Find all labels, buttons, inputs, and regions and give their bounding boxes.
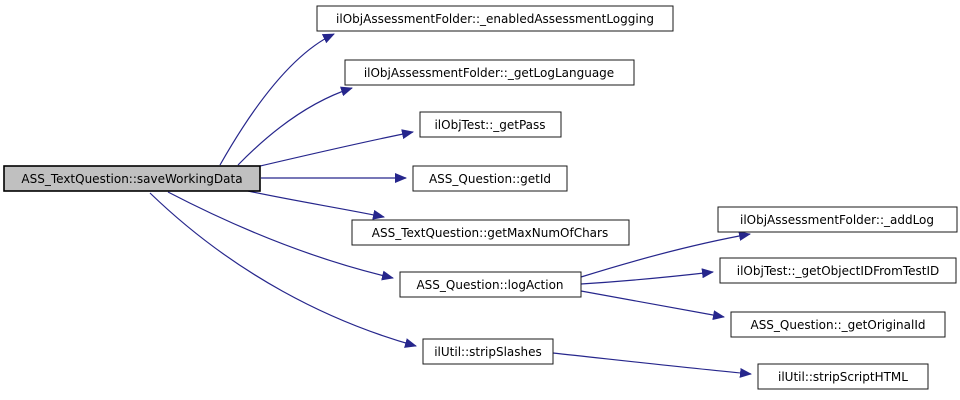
edge-saveWorkingData-to-getPass xyxy=(255,129,414,168)
node-getPass[interactable]: ilObjTest::_getPass xyxy=(419,111,562,138)
node-addLog[interactable]: ilObjAssessmentFolder::_addLog xyxy=(717,206,958,233)
edge-layer xyxy=(149,33,752,378)
node-box[interactable] xyxy=(422,338,554,365)
node-label: ilObjTest::_getObjectIDFromTestID xyxy=(737,264,940,278)
node-getLogLanguage[interactable]: ilObjAssessmentFolder::_getLogLanguage xyxy=(344,59,635,86)
node-enabledAssessmentLogging[interactable]: ilObjAssessmentFolder::_enabledAssessmen… xyxy=(316,5,674,32)
node-getObjectIDFromTestID[interactable]: ilObjTest::_getObjectIDFromTestID xyxy=(719,257,957,284)
node-box[interactable] xyxy=(412,165,568,192)
node-box[interactable] xyxy=(419,111,562,138)
node-getId[interactable]: ASS_Question::getId xyxy=(412,165,568,192)
edge-saveWorkingData-to-getMaxNumOfChars xyxy=(247,190,385,220)
node-box xyxy=(3,165,261,192)
node-label: ASS_Question::getId xyxy=(429,172,551,186)
node-box[interactable] xyxy=(399,271,582,298)
edge-saveWorkingData-to-enabledAssessmentLogging xyxy=(219,33,335,166)
node-label: ASS_Question::logAction xyxy=(416,278,563,292)
node-label: ASS_Question::_getOriginalId xyxy=(750,318,925,332)
node-label: ilObjAssessmentFolder::_addLog xyxy=(740,213,934,227)
node-getMaxNumOfChars[interactable]: ASS_TextQuestion::getMaxNumOfChars xyxy=(351,219,630,246)
node-label: ilUtil::stripSlashes xyxy=(434,345,542,359)
node-label: ilObjAssessmentFolder::_getLogLanguage xyxy=(364,66,614,80)
node-box[interactable] xyxy=(344,59,635,86)
edge-logAction-to-addLog xyxy=(580,231,751,278)
edge-stripSlashes-to-stripScriptHTML xyxy=(552,352,752,378)
node-label: ilObjAssessmentFolder::_enabledAssessmen… xyxy=(336,12,654,26)
edge-logAction-to-getOriginalId xyxy=(580,290,725,321)
node-box[interactable] xyxy=(757,363,929,390)
node-saveWorkingData: ASS_TextQuestion::saveWorkingData xyxy=(3,165,261,192)
edge-saveWorkingData-to-getLogLanguage xyxy=(237,86,353,166)
node-box[interactable] xyxy=(730,311,946,338)
node-logAction[interactable]: ASS_Question::logAction xyxy=(399,271,582,298)
node-box[interactable] xyxy=(717,206,958,233)
node-stripScriptHTML[interactable]: ilUtil::stripScriptHTML xyxy=(757,363,929,390)
node-box[interactable] xyxy=(316,5,674,32)
node-stripSlashes[interactable]: ilUtil::stripSlashes xyxy=(422,338,554,365)
node-getOriginalId[interactable]: ASS_Question::_getOriginalId xyxy=(730,311,946,338)
edge-saveWorkingData-to-logAction xyxy=(167,191,394,281)
edge-saveWorkingData-to-stripSlashes xyxy=(149,192,417,348)
node-box[interactable] xyxy=(351,219,630,246)
node-label: ASS_TextQuestion::getMaxNumOfChars xyxy=(372,226,608,240)
node-label: ASS_TextQuestion::saveWorkingData xyxy=(21,172,242,186)
node-label: ilUtil::stripScriptHTML xyxy=(778,370,908,384)
edge-logAction-to-getObjectIDFromTestID xyxy=(580,268,714,285)
node-box[interactable] xyxy=(719,257,957,284)
node-label: ilObjTest::_getPass xyxy=(434,118,545,132)
